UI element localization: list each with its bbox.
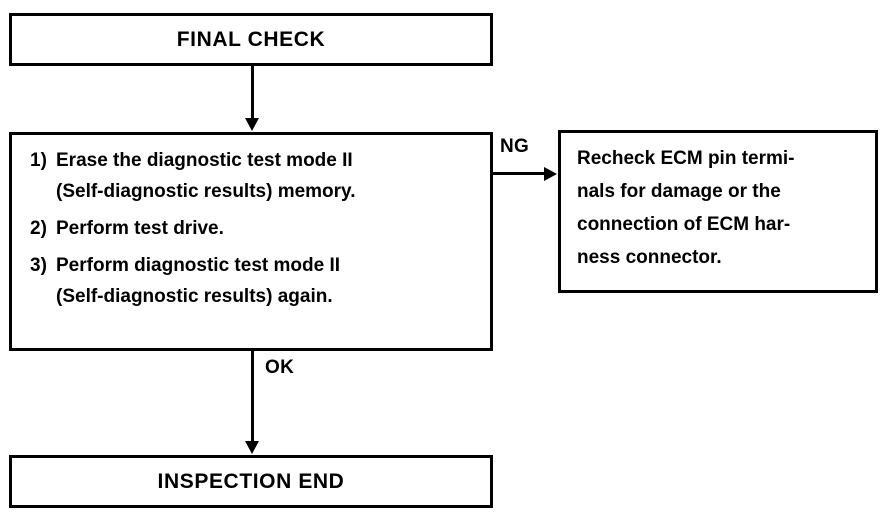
connector-final-check-to-process: [251, 66, 254, 120]
step-text-line: Perform diagnostic test mode II: [56, 255, 340, 276]
step-text: Erase the diagnostic test mode II (Self-…: [56, 145, 482, 207]
step-text-line: Erase the diagnostic test mode II: [56, 150, 353, 171]
flowchart-node-inspection-end: INSPECTION END: [9, 455, 493, 508]
connector-process-to-inspection-end: [251, 351, 254, 443]
step-text: Perform test drive.: [56, 213, 482, 244]
step-text: Perform diagnostic test mode II (Self-di…: [56, 250, 482, 312]
list-item: 3) Perform diagnostic test mode II (Self…: [30, 250, 482, 312]
recheck-text-line: connection of ECM har-: [577, 214, 791, 235]
step-number: 3): [30, 255, 47, 276]
edge-label-ok: OK: [265, 357, 295, 378]
arrowhead-right-icon: [544, 167, 557, 181]
flowchart-node-process: 1) Erase the diagnostic test mode II (Se…: [9, 132, 493, 351]
step-number: 2): [30, 218, 47, 239]
step-number: 1): [30, 150, 47, 171]
inspection-end-label: INSPECTION END: [157, 469, 345, 493]
recheck-text-line: Recheck ECM pin termi-: [577, 148, 795, 169]
recheck-text-line: nals for damage or the: [577, 181, 781, 202]
process-step-list: 1) Erase the diagnostic test mode II (Se…: [30, 145, 482, 318]
arrowhead-down-icon: [245, 441, 259, 454]
step-text-line: (Self-diagnostic results) again.: [56, 286, 333, 307]
recheck-text-line: ness connector.: [577, 247, 722, 268]
recheck-text: Recheck ECM pin termi- nals for damage o…: [577, 142, 869, 274]
arrowhead-down-icon: [245, 118, 259, 131]
final-check-label: FINAL CHECK: [176, 27, 326, 51]
step-text-line: (Self-diagnostic results) memory.: [56, 181, 356, 202]
flowchart-node-final-check: FINAL CHECK: [9, 13, 493, 66]
list-item: 1) Erase the diagnostic test mode II (Se…: [30, 145, 482, 207]
step-text-line: Perform test drive.: [56, 218, 224, 239]
flowchart-node-recheck-ecm: Recheck ECM pin termi- nals for damage o…: [558, 130, 878, 293]
connector-process-to-recheck: [493, 172, 545, 175]
edge-label-ng: NG: [500, 136, 530, 157]
list-item: 2) Perform test drive.: [30, 213, 482, 244]
